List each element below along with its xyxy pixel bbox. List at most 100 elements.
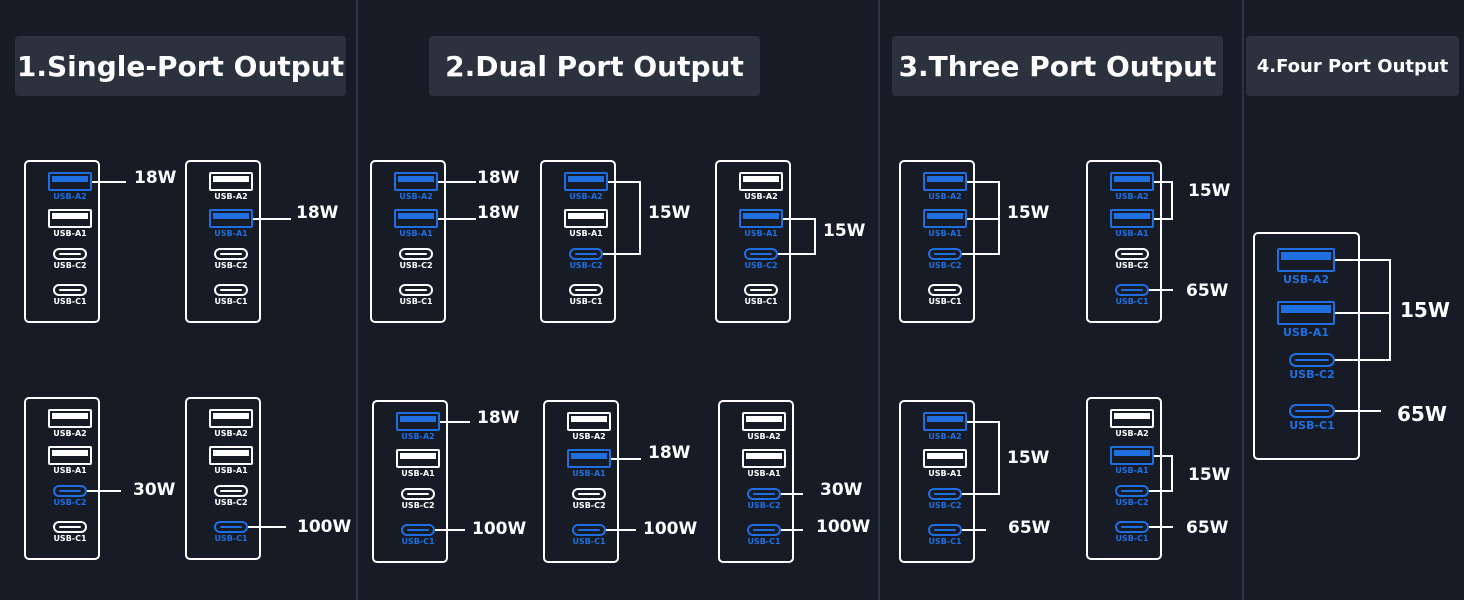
bracket-line: [1154, 180, 1172, 183]
port-usb-c2: USB-C2: [396, 488, 440, 510]
bracket-line: [603, 253, 640, 255]
port-label: USB-C2: [928, 261, 962, 270]
port-label: USB-C1: [401, 537, 435, 546]
usb-c-port-icon: [399, 284, 433, 296]
connector-line: [438, 180, 476, 183]
port-usb-c1: USB-C1: [394, 284, 438, 306]
port-usb-c2: USB-C2: [394, 248, 438, 270]
usb-c-port-icon: [214, 485, 248, 497]
connector-line: [611, 457, 641, 460]
port-usb-a2: USB-A2: [739, 172, 783, 201]
usb-c-port-icon: [928, 284, 962, 296]
port-usb-c1: USB-C1: [1110, 284, 1154, 306]
connector-line: [438, 217, 476, 220]
bracket-line: [998, 420, 1000, 495]
usb-a-port-icon: [396, 449, 440, 468]
wattage-label: 100W: [643, 519, 698, 539]
connector-line: [440, 420, 470, 423]
wattage-label: 65W: [1186, 518, 1229, 538]
port-usb-a1: USB-A1: [1110, 446, 1154, 475]
wattage-label: 15W: [1400, 298, 1450, 322]
port-label: USB-A2: [1115, 192, 1149, 201]
charger-diagram: [185, 397, 261, 560]
port-label: USB-A1: [1115, 466, 1149, 475]
port-label: USB-A2: [928, 432, 962, 441]
port-usb-c1: USB-C1: [48, 521, 92, 543]
port-usb-c2: USB-C2: [564, 248, 608, 270]
usb-a-port-icon: [739, 172, 783, 191]
usb-a-port-icon: [209, 446, 253, 465]
usb-a-port-icon: [48, 409, 92, 428]
wattage-label: 18W: [648, 443, 691, 463]
wattage-label: 15W: [1007, 203, 1050, 223]
charger-diagram: [1086, 397, 1162, 560]
port-usb-c1: USB-C1: [48, 284, 92, 306]
port-label: USB-C2: [53, 261, 87, 270]
bracket-line: [783, 217, 815, 220]
port-label: USB-C1: [928, 297, 962, 306]
port-usb-c1: USB-C1: [1281, 404, 1343, 431]
usb-a-port-icon: [923, 172, 967, 191]
bracket-line: [639, 180, 641, 255]
usb-c-port-icon: [1115, 485, 1149, 497]
port-label: USB-C1: [214, 534, 248, 543]
port-usb-c2: USB-C2: [1110, 485, 1154, 507]
charger-diagram: [899, 400, 975, 563]
port-label: USB-C2: [569, 261, 603, 270]
port-label: USB-A1: [53, 229, 87, 238]
section-divider: [356, 0, 358, 600]
port-usb-c2: USB-C2: [567, 488, 611, 510]
bracket-line: [962, 493, 999, 495]
port-label: USB-C2: [399, 261, 433, 270]
usb-c-port-icon: [744, 248, 778, 260]
port-label: USB-C1: [1115, 534, 1149, 543]
section-title-four-port: 4.Four Port Output: [1246, 36, 1459, 96]
port-usb-c1: USB-C1: [739, 284, 783, 306]
port-usb-c2: USB-C2: [1281, 353, 1343, 380]
port-usb-c1: USB-C1: [396, 524, 440, 546]
port-usb-a2: USB-A2: [396, 412, 440, 441]
usb-a-port-icon: [567, 449, 611, 468]
port-usb-c2: USB-C2: [923, 488, 967, 510]
port-label: USB-C2: [53, 498, 87, 507]
bracket-line: [1171, 454, 1173, 492]
usb-a-port-icon: [923, 449, 967, 468]
connector-line: [781, 493, 803, 495]
port-label: USB-C1: [1289, 419, 1335, 432]
charger-diagram: [715, 160, 791, 323]
usb-c-port-icon: [53, 485, 87, 497]
charger-diagram: [718, 400, 794, 563]
port-usb-a1: USB-A1: [48, 209, 92, 238]
port-label: USB-C2: [1115, 261, 1149, 270]
port-label: USB-A2: [53, 192, 87, 201]
port-usb-c1: USB-C1: [209, 284, 253, 306]
port-label: USB-A2: [572, 432, 606, 441]
section-title-single-port: 1.Single-Port Output: [15, 36, 346, 96]
bracket-line: [1149, 490, 1172, 492]
usb-c-port-icon: [928, 488, 962, 500]
port-label: USB-C1: [214, 297, 248, 306]
port-label: USB-C1: [572, 537, 606, 546]
usb-a-port-icon: [48, 209, 92, 228]
usb-c-port-icon: [399, 248, 433, 260]
port-label: USB-A2: [401, 432, 435, 441]
bracket-line: [1335, 359, 1390, 361]
bracket-line: [967, 420, 999, 423]
port-label: USB-C1: [53, 534, 87, 543]
bracket-line: [1154, 217, 1172, 220]
port-label: USB-C1: [53, 297, 87, 306]
bracket-line: [967, 180, 999, 183]
wattage-label: 18W: [134, 168, 177, 188]
usb-a-port-icon: [739, 209, 783, 228]
usb-c-port-icon: [53, 248, 87, 260]
connector-line: [1149, 289, 1173, 291]
usb-a-port-icon: [567, 412, 611, 431]
port-label: USB-A2: [1283, 273, 1329, 286]
usb-c-port-icon: [1115, 248, 1149, 260]
usb-a-port-icon: [1110, 172, 1154, 191]
port-usb-c2: USB-C2: [209, 248, 253, 270]
connector-line: [1335, 410, 1381, 412]
bracket-line: [1335, 259, 1390, 261]
connector-line: [253, 217, 291, 220]
usb-a-port-icon: [48, 446, 92, 465]
